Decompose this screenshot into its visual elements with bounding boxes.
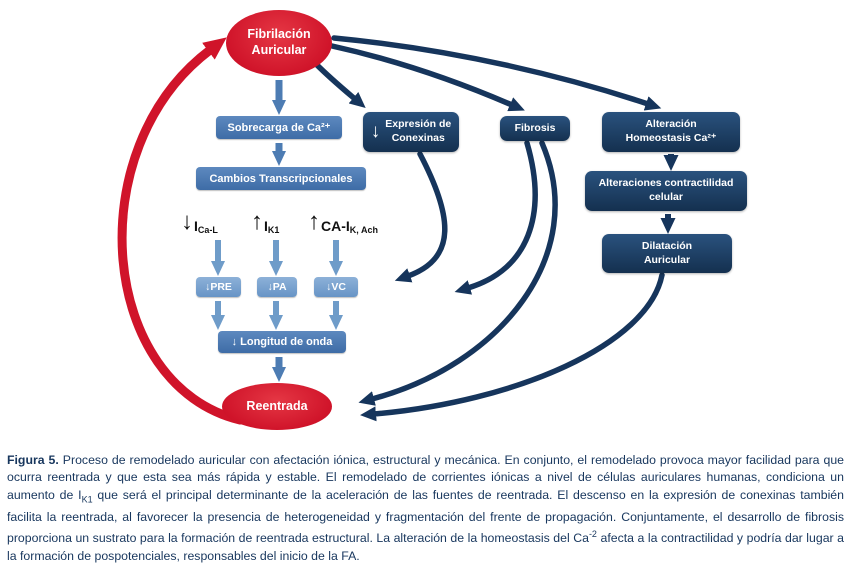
up-arrow-icon: ↑: [308, 208, 320, 235]
node-fibrosis: Fibrosis: [500, 116, 570, 141]
caption-figure-label: Figura 5.: [7, 453, 59, 467]
node-dilatacion-line1: Dilatación: [641, 239, 693, 252]
figure-caption: Figura 5. Proceso de remodelado auricula…: [7, 452, 844, 565]
node-fibrilacion-auricular: Fibrilación Auricular: [226, 10, 332, 76]
node-pa-label: ↓PA: [267, 281, 287, 293]
arrow-fa-to-fibrosis: [329, 43, 525, 112]
caption-part1: Proceso de remodelado auricular con afec…: [7, 453, 844, 502]
arrow-fa-to-homeostasis: [331, 35, 662, 111]
node-homeostasis-line2: Homeostasis Ca²⁺: [625, 132, 717, 144]
ion-ikach-subscript: K, Ach: [349, 225, 378, 235]
caption-part3: afecta a la contractilidad y podría dar …: [7, 531, 844, 563]
node-dilatacion-line2: Auricular: [643, 253, 691, 266]
node-pre: ↓PRE: [196, 277, 241, 297]
caption-part2: que será el principal determinante de la…: [7, 487, 844, 546]
arrow-fa-to-conexinas: [313, 61, 366, 109]
node-pa: ↓PA: [257, 277, 297, 297]
node-contractilidad-line2: celular: [649, 191, 683, 203]
node-fibrosis-label: Fibrosis: [514, 121, 556, 134]
node-fa-line2: Auricular: [251, 43, 307, 57]
down-arrow-icon: ↓: [181, 208, 193, 235]
node-longitud-label: ↓ Longitud de onda: [231, 336, 333, 348]
node-longitud-de-onda: ↓ Longitud de onda: [218, 331, 346, 353]
node-pre-label: ↓PRE: [205, 281, 232, 293]
arrow-dilatacion-to-reentrada: [360, 272, 665, 422]
arrow-conexinas-to-vc: [394, 151, 448, 283]
node-conexinas-line1: Expresión de: [385, 118, 452, 131]
up-arrow-icon: ↑: [251, 208, 263, 235]
arrow-reentrada-to-fa: [117, 37, 245, 425]
arrow-fibrosis-to-conduction: [454, 140, 538, 295]
caption-superscript-ca: -2: [588, 529, 597, 540]
caption-subscript-k1: K1: [81, 494, 93, 505]
down-arrow-icon: ↓: [370, 120, 381, 142]
node-conexinas-line2: Conexinas: [391, 132, 445, 144]
node-cambios-transcripcionales: Cambios Transcripcionales: [196, 167, 366, 190]
figure-5-diagram: Fibrilación Auricular Sobrecarga de Ca²⁺…: [117, 10, 747, 430]
ion-ica-l-symbol: I: [194, 218, 198, 234]
ion-ica-l-subscript: Ca-L: [197, 225, 218, 235]
node-cambios-label: Cambios Transcripcionales: [209, 172, 353, 185]
node-fa-line1: Fibrilación: [247, 27, 311, 42]
flow-arrows-layer: [117, 35, 679, 425]
node-contractilidad-line1: Alteraciones contractilidad: [598, 177, 734, 190]
node-vc: ↓VC: [314, 277, 358, 297]
node-sobrecarga-ca: Sobrecarga de Ca²⁺: [216, 116, 342, 139]
arrow-fibrosis-to-reentrada: [358, 140, 558, 406]
node-reentrada: Reentrada: [222, 383, 332, 430]
node-reentrada-label: Reentrada: [246, 398, 308, 413]
node-homeostasis-line1: Alteración: [645, 118, 697, 131]
node-vc-label: ↓VC: [326, 281, 346, 293]
ion-ik1-subscript: K1: [267, 225, 280, 235]
ion-ik1-symbol: I: [264, 218, 268, 234]
node-sobrecarga-label: Sobrecarga de Ca²⁺: [227, 122, 331, 134]
ion-ikach-symbol: CA-I: [321, 218, 350, 234]
